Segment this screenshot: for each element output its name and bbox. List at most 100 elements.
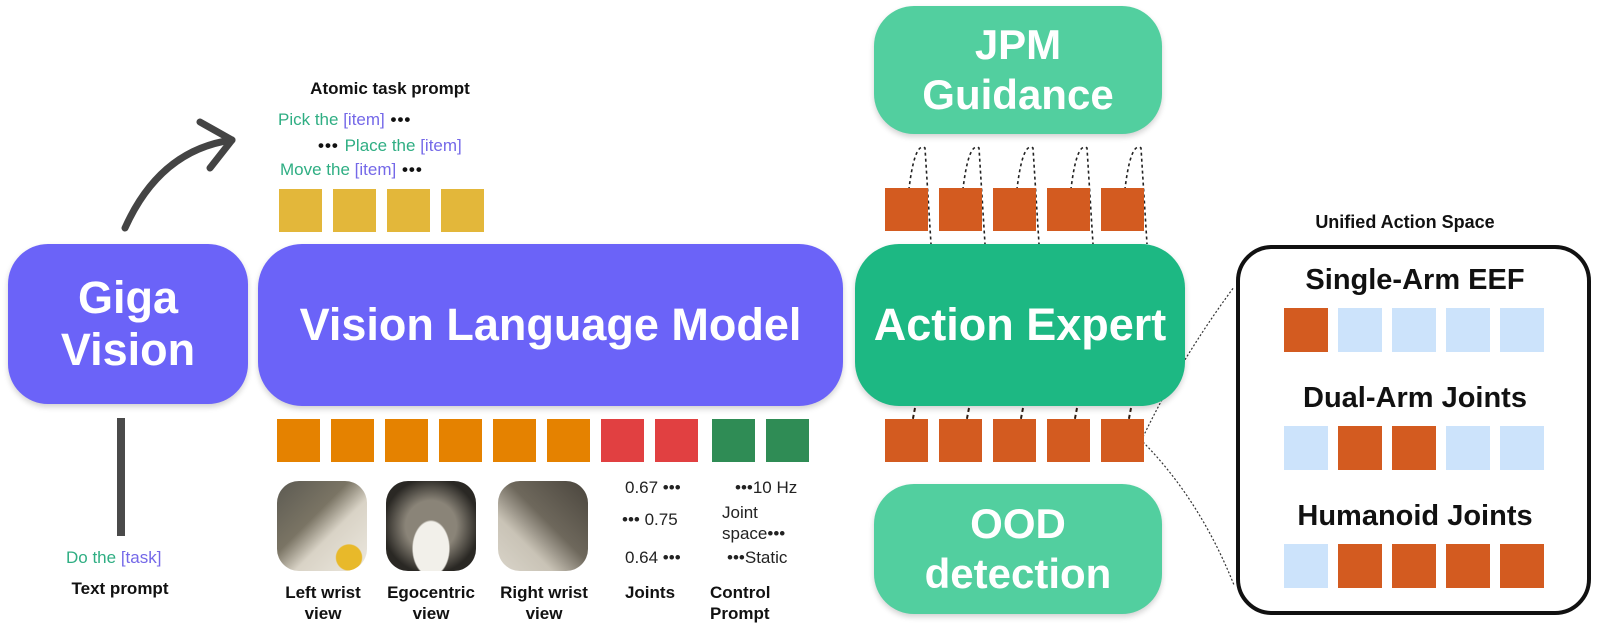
action-token — [1101, 419, 1144, 462]
control-label-line: Prompt — [710, 604, 770, 623]
view-label-line: Left wrist — [285, 583, 361, 602]
prompt-verb: Do the — [66, 548, 121, 567]
image-token — [385, 419, 428, 462]
inactive-action-token — [1392, 308, 1436, 352]
image-token — [331, 419, 374, 462]
inactive-action-token — [1284, 544, 1328, 588]
vlm-label: Vision Language Model — [299, 299, 802, 350]
atomic-prompt-line: Pick the [item] ••• — [278, 110, 411, 130]
atomic-task-prompt-title: Atomic task prompt — [310, 79, 470, 98]
text-prompt-value: Do the [task] — [66, 548, 161, 568]
giga-vision-line1: Giga — [77, 272, 179, 323]
control-value: •••Static — [727, 548, 788, 567]
active-action-token — [1392, 544, 1436, 588]
ellipsis: ••• — [384, 110, 412, 129]
jpm-guidance-block: JPM Guidance — [874, 6, 1162, 134]
atomic-prompt-token — [441, 189, 484, 232]
prompt-task: [task] — [120, 548, 162, 567]
active-action-token — [1392, 426, 1436, 470]
arrow-head-icon — [196, 118, 236, 172]
prompt-verb: Pick the — [278, 110, 344, 129]
text-prompt-title: Text prompt — [71, 579, 169, 598]
atomic-prompt-token — [387, 189, 430, 232]
action-space-row-label: Dual-Arm Joints — [1303, 382, 1527, 414]
prompt-verb: Place the — [344, 136, 421, 155]
giga-vision-block: Giga Vision — [8, 244, 248, 404]
prompt-item: [item] — [354, 160, 397, 179]
control-value: space••• — [722, 524, 786, 543]
atomic-prompt-line: ••• Place the [item] — [318, 136, 462, 156]
control-token — [712, 419, 755, 462]
giga-vision-line2: Vision — [60, 324, 196, 375]
ood-line2: detection — [924, 550, 1112, 597]
inactive-action-token — [1500, 426, 1544, 470]
inactive-action-token — [1284, 426, 1328, 470]
left-wrist-view-image — [277, 481, 367, 571]
egocentric-view-image — [386, 481, 476, 571]
joint-value: 0.64 ••• — [625, 548, 681, 567]
ood-detection-block: OOD detection — [874, 484, 1162, 614]
view-label-line: view — [525, 604, 563, 623]
ellipsis: ••• — [318, 136, 345, 155]
inactive-action-token — [1446, 426, 1490, 470]
giga-to-prompt-arrow — [121, 136, 236, 232]
right-wrist-view-image — [498, 481, 588, 571]
atomic-prompt-token — [279, 189, 322, 232]
left-wrist-view-label: Left wrist view — [268, 582, 378, 624]
control-prompt-label: Control Prompt — [710, 582, 800, 624]
atomic-prompt-token — [333, 189, 376, 232]
atomic-prompt-line: Move the [item] ••• — [280, 160, 423, 180]
text-prompt-connector — [117, 418, 125, 536]
control-value: •••10 Hz — [735, 478, 798, 497]
action-token — [885, 419, 928, 462]
view-label-line: view — [304, 604, 342, 623]
unified-action-space-title: Unified Action Space — [1315, 212, 1495, 232]
action-token — [939, 188, 982, 231]
action-space-row-label: Single-Arm EEF — [1305, 264, 1525, 296]
jpm-line1: JPM — [974, 21, 1062, 68]
action-token — [993, 419, 1036, 462]
joints-token — [655, 419, 698, 462]
joints-token — [601, 419, 644, 462]
right-wrist-view-label: Right wrist view — [488, 582, 600, 624]
zoom-line-top — [1142, 286, 1235, 438]
action-expert-block: Action Expert — [855, 244, 1185, 406]
view-label-line: Right wrist — [500, 583, 588, 602]
image-token — [277, 419, 320, 462]
prompt-item: [item] — [420, 136, 462, 155]
inactive-action-token — [1500, 308, 1544, 352]
action-token — [885, 188, 928, 231]
action-token — [1101, 188, 1144, 231]
action-token — [993, 188, 1036, 231]
unified-action-space-panel — [1236, 245, 1591, 615]
action-token — [1047, 419, 1090, 462]
control-value: Joint — [722, 503, 758, 522]
prompt-verb: Move the — [280, 160, 355, 179]
inactive-action-token — [1338, 308, 1382, 352]
vision-language-model-block: Vision Language Model — [258, 244, 843, 406]
image-token — [547, 419, 590, 462]
image-token — [493, 419, 536, 462]
joints-label: Joints — [624, 583, 676, 602]
active-action-token — [1284, 308, 1328, 352]
active-action-token — [1338, 426, 1382, 470]
active-action-token — [1338, 544, 1382, 588]
action-space-row-label: Humanoid Joints — [1297, 500, 1533, 532]
control-label-line: Control — [710, 583, 771, 602]
control-token — [766, 419, 809, 462]
view-label-line: Egocentric — [387, 583, 475, 602]
active-action-token — [1446, 544, 1490, 588]
egocentric-view-label: Egocentric view — [376, 582, 486, 624]
ellipsis: ••• — [396, 160, 423, 179]
action-token — [1047, 188, 1090, 231]
inactive-action-token — [1446, 308, 1490, 352]
zoom-line-bottom — [1142, 441, 1235, 586]
joint-value: ••• 0.75 — [622, 510, 678, 529]
prompt-item: [item] — [343, 110, 385, 129]
image-token — [439, 419, 482, 462]
action-expert-label: Action Expert — [873, 299, 1167, 350]
action-token — [939, 419, 982, 462]
jpm-line2: Guidance — [922, 71, 1114, 118]
ood-line1: OOD — [970, 500, 1066, 547]
active-action-token — [1500, 544, 1544, 588]
